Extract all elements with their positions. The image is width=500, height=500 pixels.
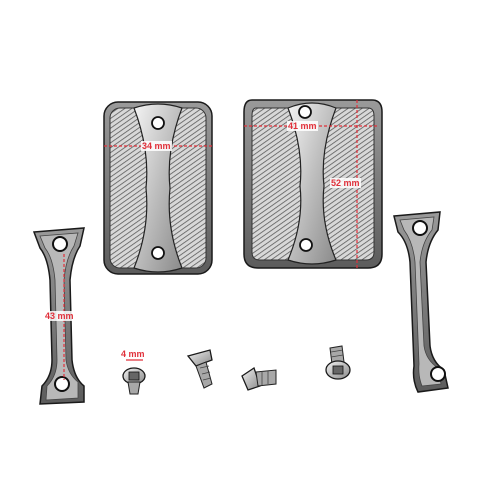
screw-size-label: 4 mm xyxy=(120,349,146,359)
large-reservoir-cap xyxy=(243,99,383,269)
large-cap-width-label: 41 mm xyxy=(287,121,318,131)
bracket-length-label: 43 mm xyxy=(44,311,75,321)
screw-1 xyxy=(122,367,146,395)
small-cap-width-label: 34 mm xyxy=(141,141,172,151)
screw-3 xyxy=(241,366,277,391)
large-cap-height-label: 52 mm xyxy=(330,178,361,188)
screw-2 xyxy=(186,349,213,389)
small-reservoir-cap xyxy=(103,101,213,275)
right-bracket xyxy=(393,211,449,393)
screw-4 xyxy=(325,345,351,380)
